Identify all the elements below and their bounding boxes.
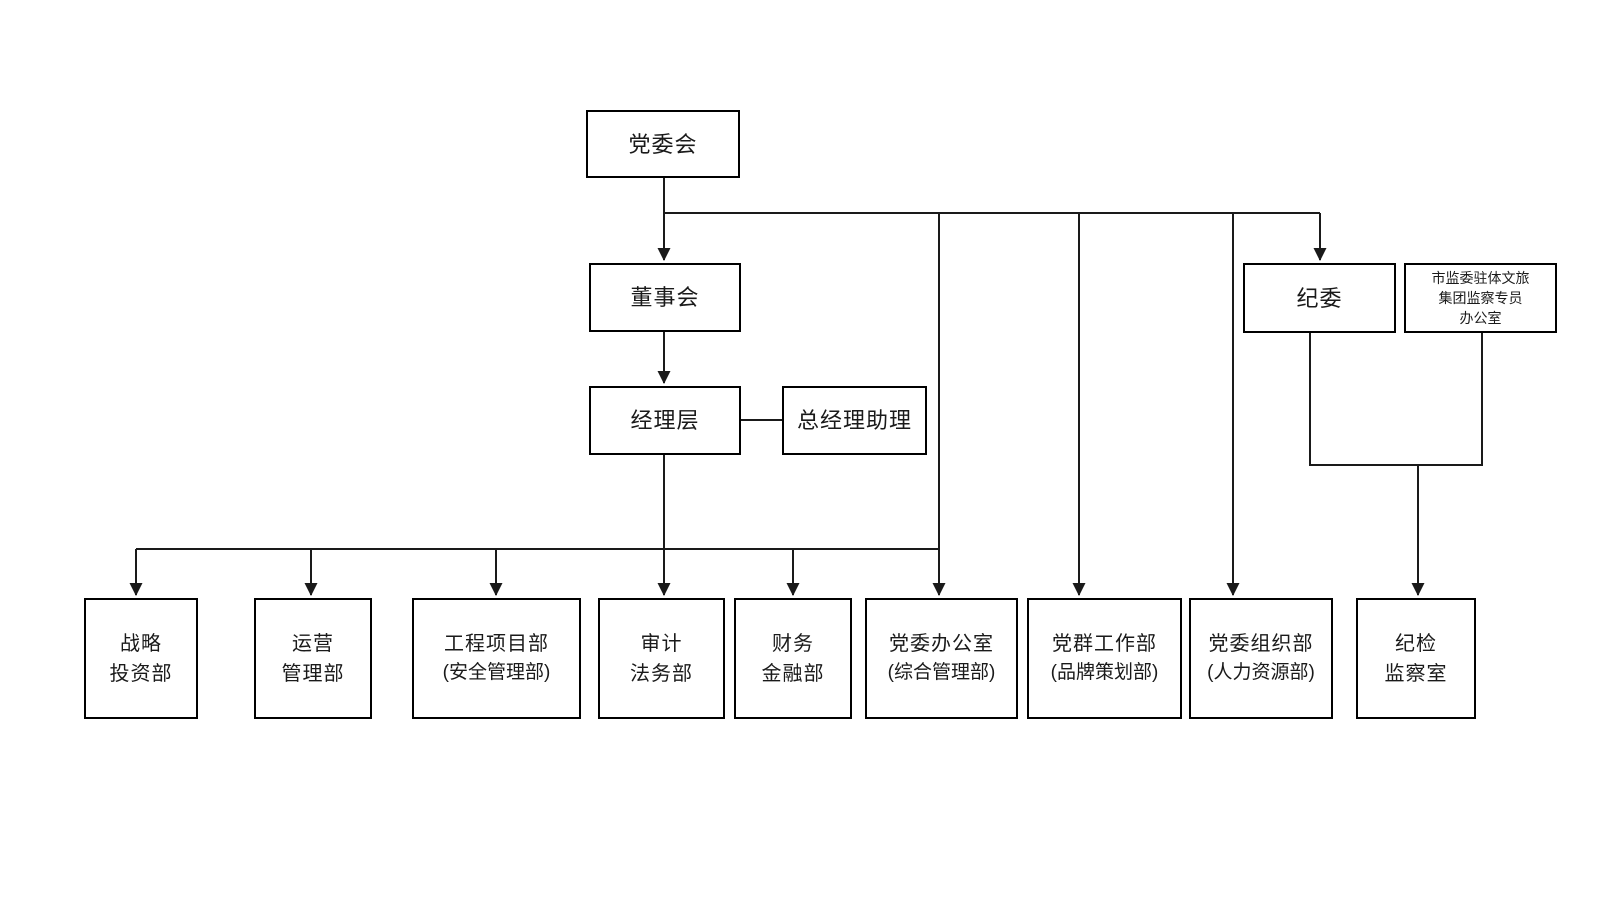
- node-label: 法务部: [630, 662, 693, 685]
- node-label: 工程项目部: [444, 633, 549, 656]
- node-strategy-investment-dept: 战略 投资部: [84, 598, 198, 719]
- node-party-mass-work-dept: 党群工作部 (品牌策划部): [1027, 598, 1182, 719]
- node-management-team: 经理层: [589, 386, 741, 455]
- node-label: 党委办公室: [889, 633, 994, 656]
- node-label: 董事会: [630, 285, 700, 310]
- node-label: 市监委驻体文旅: [1431, 269, 1530, 286]
- node-supervision-office: 市监委驻体文旅 集团监察专员 办公室: [1404, 263, 1557, 333]
- node-board-of-directors: 董事会: [589, 263, 741, 332]
- node-sublabel: (综合管理部): [887, 662, 996, 684]
- node-audit-legal-dept: 审计 法务部: [598, 598, 725, 719]
- node-label: 财务: [772, 632, 814, 655]
- node-sublabel: (安全管理部): [442, 662, 551, 684]
- node-label: 监察室: [1384, 662, 1448, 685]
- node-label: 集团监察专员: [1438, 289, 1523, 306]
- node-finance-dept: 财务 金融部: [734, 598, 852, 719]
- node-label: 总经理助理: [796, 408, 912, 433]
- node-party-committee-office: 党委办公室 (综合管理部): [865, 598, 1018, 719]
- node-general-manager-assistant: 总经理助理: [782, 386, 927, 455]
- node-label: 运营: [292, 632, 334, 655]
- node-engineering-project-dept: 工程项目部 (安全管理部): [412, 598, 581, 719]
- node-label: 党委组织部: [1208, 633, 1314, 656]
- node-sublabel: (人力资源部): [1207, 662, 1315, 684]
- node-label: 经理层: [630, 408, 700, 433]
- node-label: 管理部: [281, 662, 345, 685]
- node-label: 战略: [120, 632, 162, 655]
- node-discipline-inspection-office: 纪检 监察室: [1356, 598, 1476, 719]
- node-operations-management-dept: 运营 管理部: [254, 598, 372, 719]
- node-label: 金融部: [761, 662, 825, 685]
- node-label: 党委会: [628, 131, 698, 157]
- node-label: 审计: [640, 632, 683, 655]
- node-label: 纪委: [1296, 285, 1343, 311]
- node-label: 纪检: [1395, 632, 1437, 655]
- node-label: 党群工作部: [1052, 633, 1157, 656]
- node-discipline-committee: 纪委: [1243, 263, 1396, 333]
- node-party-organization-dept: 党委组织部 (人力资源部): [1189, 598, 1333, 719]
- node-label: 投资部: [109, 662, 173, 685]
- node-label: 办公室: [1459, 310, 1502, 327]
- node-sublabel: (品牌策划部): [1050, 662, 1159, 684]
- node-party-committee: 党委会: [586, 110, 740, 178]
